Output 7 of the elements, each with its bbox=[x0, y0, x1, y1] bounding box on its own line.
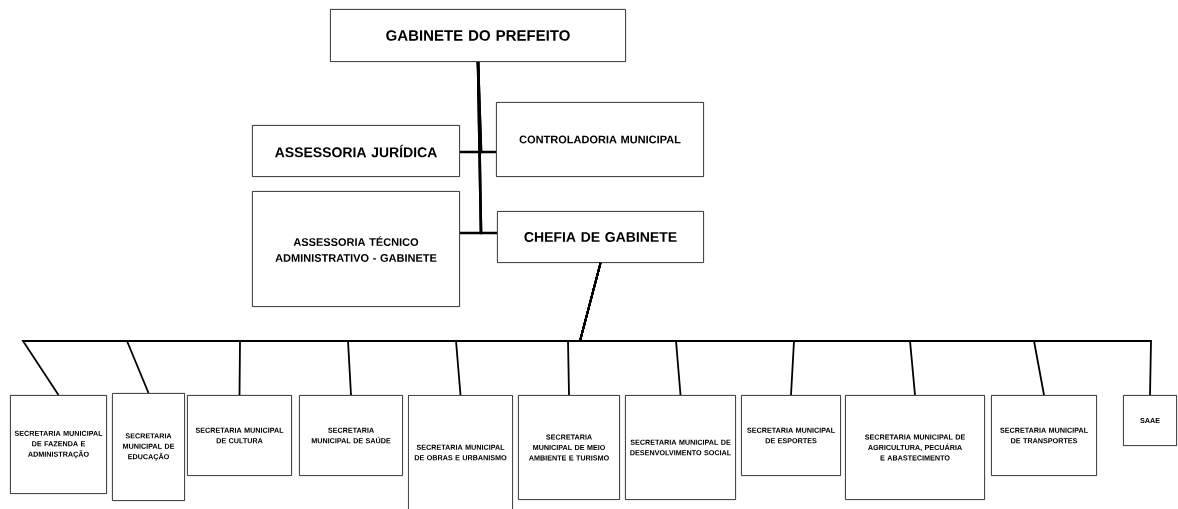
connector-line bbox=[578, 262, 1152, 396]
unit-box: ASSESSORIA TÉCNICO ADMINISTRATIVO - GABINETE bbox=[252, 191, 460, 307]
unit-box: GABINETE DO PREFEITO bbox=[330, 9, 626, 62]
connector-line bbox=[476, 61, 497, 235]
unit-box: CONTROLADORIA MUNICIPAL bbox=[496, 102, 704, 177]
unit-box: ASSESSORIA JURÍDICA bbox=[252, 125, 460, 177]
unit-box: CHEFIA DE GABINETE bbox=[497, 211, 704, 263]
